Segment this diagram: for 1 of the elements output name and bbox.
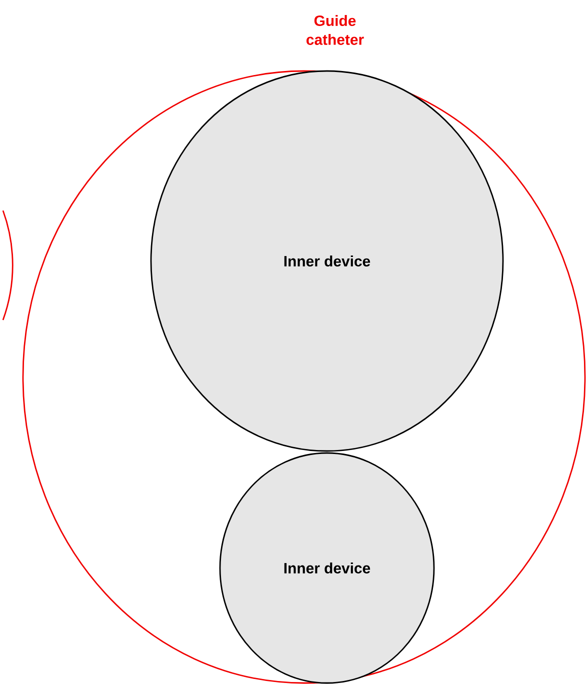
node-label: Guide catheter: [306, 15, 364, 45]
